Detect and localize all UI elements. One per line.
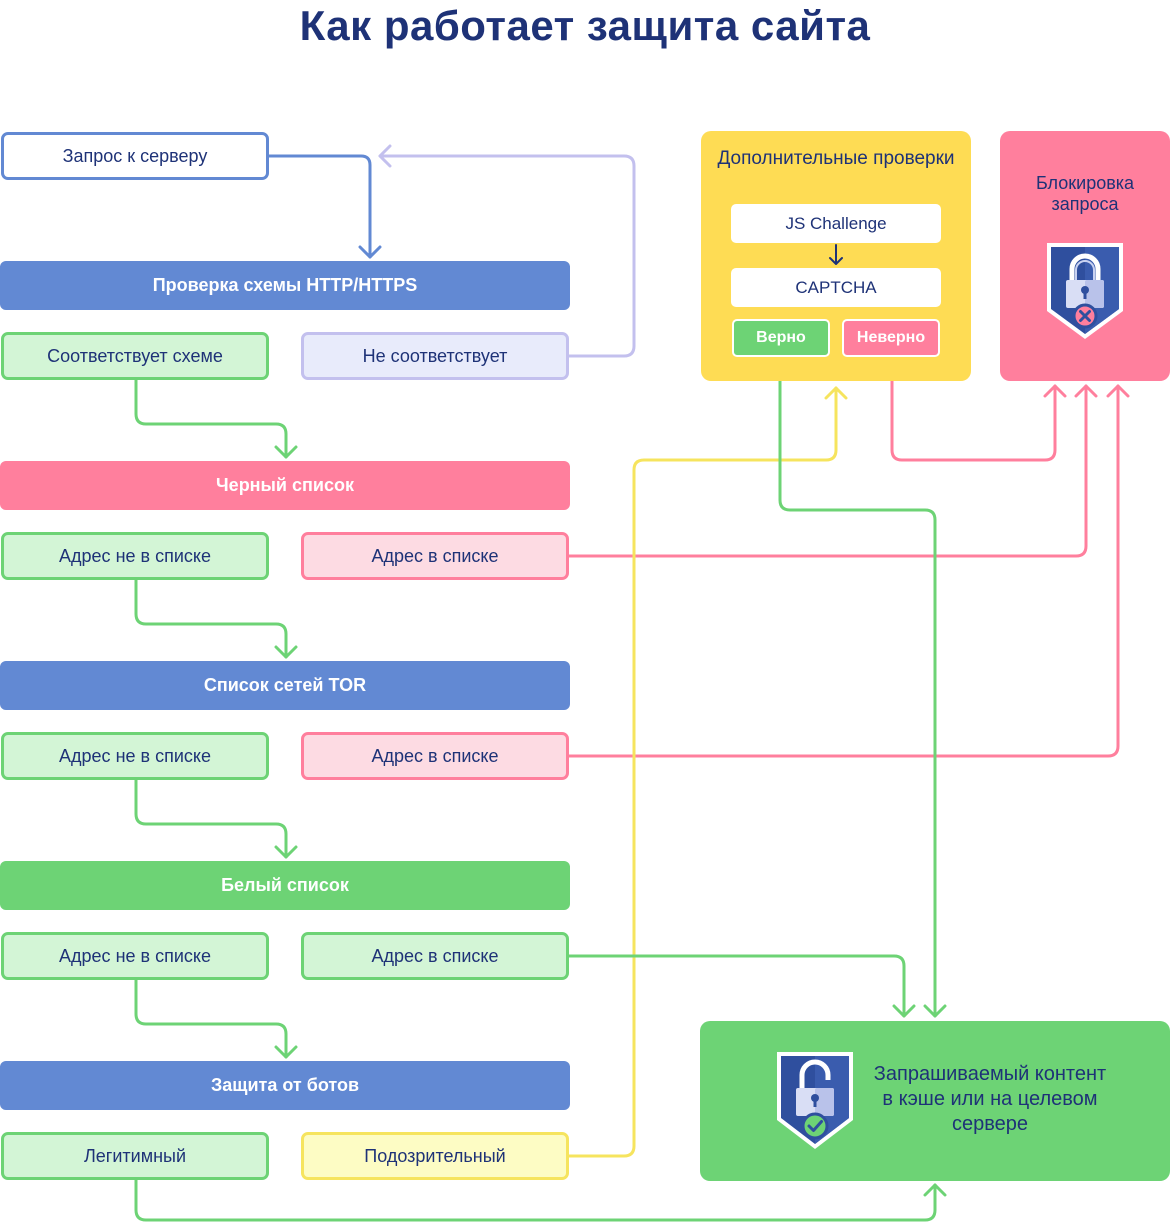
- js-challenge-node: JS Challenge: [731, 204, 941, 243]
- blacklist-pass-node: Адрес не в списке: [1, 532, 269, 580]
- blacklist-check-bar: Черный список: [0, 461, 570, 510]
- whitelist-miss-node: Адрес не в списке: [1, 932, 269, 980]
- request-node: Запрос к серверу: [1, 132, 269, 180]
- scheme-fail-node: Не соответствует: [301, 332, 569, 380]
- block-title: Блокировка запроса: [1035, 173, 1135, 214]
- correct-chip: Верно: [732, 319, 830, 357]
- tor-fail-node: Адрес в списке: [301, 732, 569, 780]
- result-text: Запрашиваемый контент в кэше или на целе…: [873, 1063, 1107, 1135]
- tor-check-bar: Список сетей TOR: [0, 661, 570, 710]
- scheme-check-bar: Проверка схемы HTTP/HTTPS: [0, 261, 570, 310]
- extra-checks-title: Дополнительные проверки: [717, 148, 955, 169]
- whitelist-hit-node: Адрес в списке: [301, 932, 569, 980]
- page-title: Как работает защита сайта: [299, 2, 871, 49]
- bots-legit-node: Легитимный: [1, 1132, 269, 1180]
- blacklist-fail-node: Адрес в списке: [301, 532, 569, 580]
- lock-shield-cross-icon: [1047, 243, 1123, 339]
- captcha-node: CAPTCHA: [731, 268, 941, 307]
- tor-pass-node: Адрес не в списке: [1, 732, 269, 780]
- incorrect-chip: Неверно: [842, 319, 940, 357]
- bots-check-bar: Защита от ботов: [0, 1061, 570, 1110]
- whitelist-check-bar: Белый список: [0, 861, 570, 910]
- down-arrow-icon: [829, 244, 843, 265]
- bots-suspicious-node: Подозрительный: [301, 1132, 569, 1180]
- unlock-shield-check-icon: [777, 1052, 853, 1149]
- scheme-pass-node: Соответствует схеме: [1, 332, 269, 380]
